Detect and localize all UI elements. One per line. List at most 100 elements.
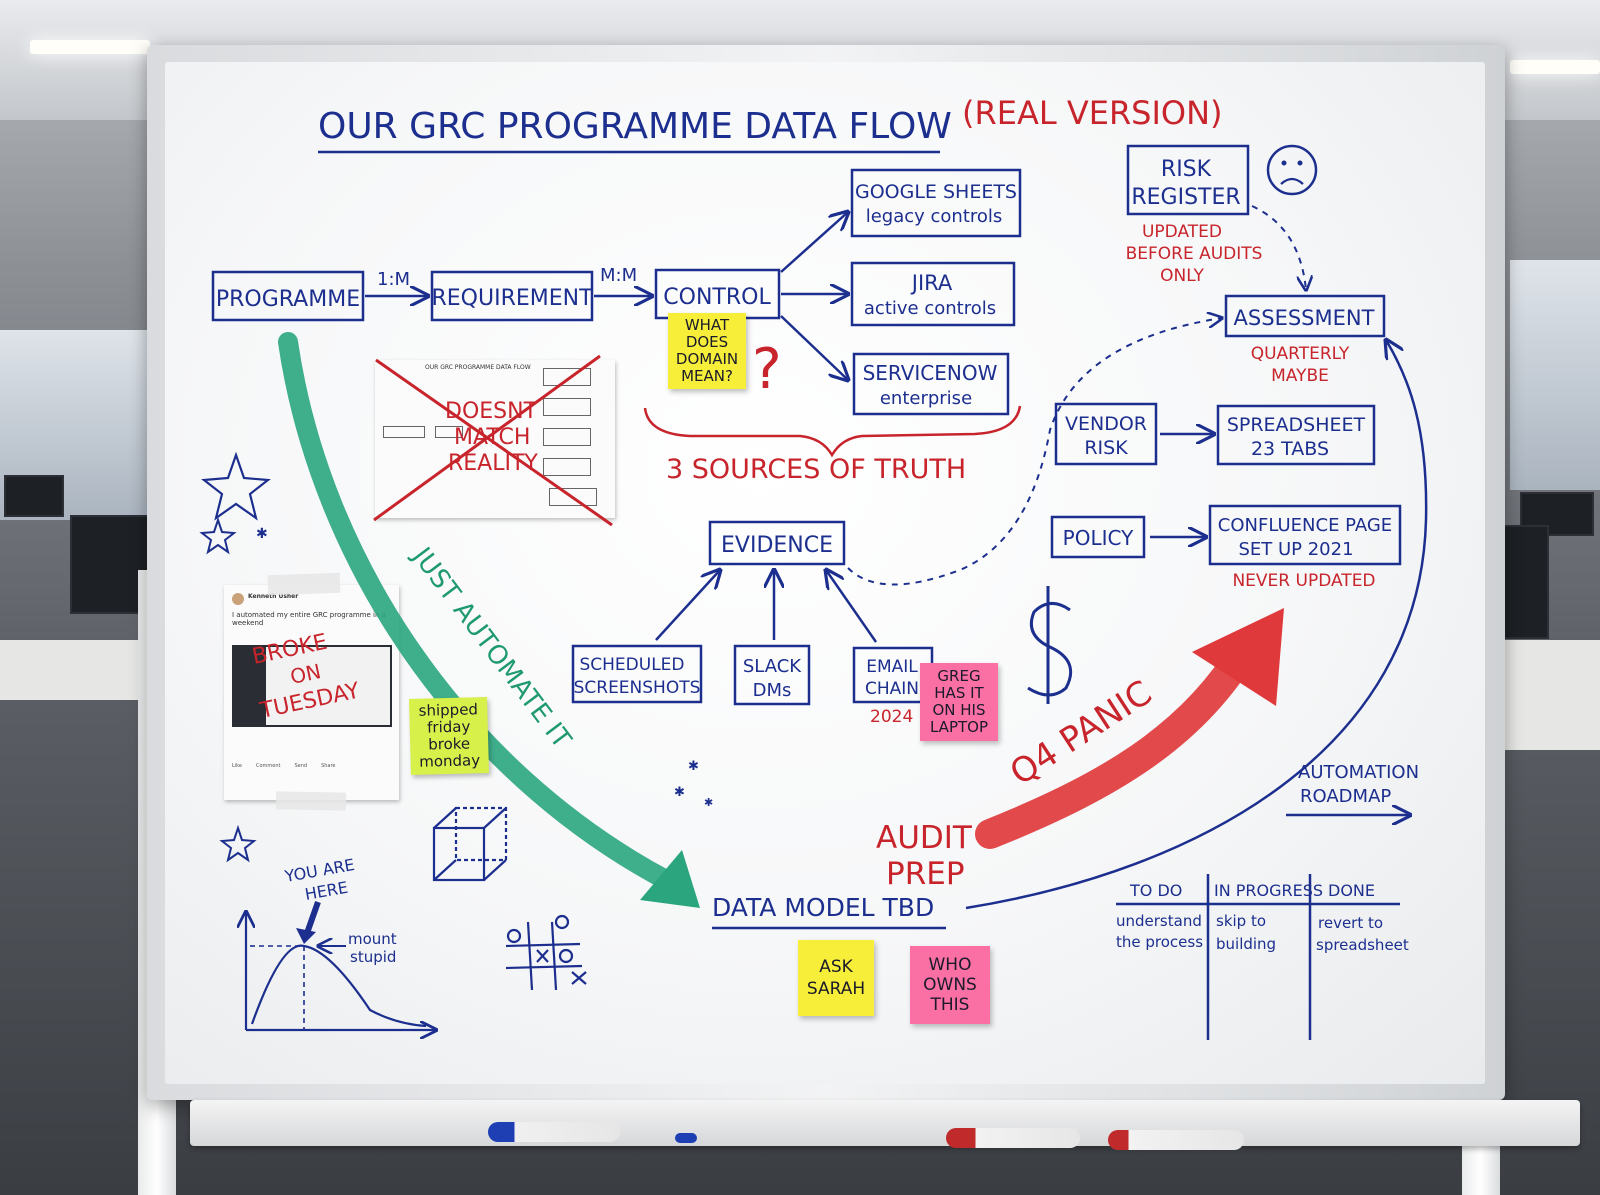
printout-box xyxy=(543,428,591,446)
dashed-arrow xyxy=(847,318,1222,586)
broke-overlay: ON xyxy=(288,659,323,689)
assessment-label: ASSESSMENT xyxy=(1234,306,1375,330)
sticky-note-greg: GREG HAS IT ON HIS LAPTOP xyxy=(920,663,998,741)
cross-out-line xyxy=(375,358,613,527)
risk-label: RISK xyxy=(1161,157,1212,182)
dunning-kruger-graph xyxy=(246,901,436,1030)
jira-sublabel: active controls xyxy=(864,298,996,319)
green-arrow xyxy=(278,332,676,890)
mount-stupid-label: stupid xyxy=(350,948,396,966)
kanban-card: revert to xyxy=(1318,914,1383,932)
assessment-box: ASSESSMENT xyxy=(1224,294,1386,338)
policy-label: POLICY xyxy=(1063,526,1134,550)
post-actions: Like Comment Send Share xyxy=(232,763,336,769)
google-sheets-sublabel: legacy controls xyxy=(866,206,1003,227)
requirement-box: REQUIREMENT xyxy=(430,270,594,322)
blue-marker[interactable] xyxy=(488,1122,620,1142)
sparkle-icon: ✱ xyxy=(674,785,685,800)
board-title: OUR GRC PROGRAMME DATA FLOW xyxy=(318,106,952,147)
arrow xyxy=(655,570,720,641)
confluence-date: SET UP 2021 xyxy=(1238,539,1353,560)
ceiling-light xyxy=(30,40,150,54)
sad-face-icon xyxy=(1266,144,1318,196)
office-desk xyxy=(1500,640,1600,750)
post-screenshot-panel xyxy=(266,647,390,725)
avatar xyxy=(232,593,244,605)
spreadsheet-box: SPREADSHEET 23 TABS xyxy=(1216,404,1376,466)
sparkle-icon: ✱ xyxy=(688,759,699,774)
programme-box: PROGRAMME xyxy=(211,270,365,322)
dashed-arrow xyxy=(1251,205,1306,290)
star-doodle-icon xyxy=(201,451,271,521)
email-year: 2024 xyxy=(870,707,913,727)
evidence-box: EVIDENCE xyxy=(708,520,846,566)
sparkle-icon: ✱ xyxy=(256,526,268,542)
question-mark: ? xyxy=(752,337,782,402)
sticky-note-domain: WHAT DOES DOMAIN MEAN? xyxy=(668,313,746,389)
register-label: REGISTER xyxy=(1131,185,1240,210)
comment-action: Comment xyxy=(255,763,281,769)
control-box: CONTROL xyxy=(654,268,781,320)
roadmap-label: AUTOMATION xyxy=(1298,762,1419,783)
kanban-column-header: TO DO xyxy=(1129,881,1182,900)
brace xyxy=(643,405,1022,458)
kanban-card: the process xyxy=(1116,933,1203,951)
servicenow-box: SERVICENOW enterprise xyxy=(852,352,1010,416)
cross-out-line xyxy=(373,354,601,522)
red-marker[interactable] xyxy=(946,1128,1080,1148)
star-doodle-icon xyxy=(219,824,257,863)
vendor-risk-label: RISK xyxy=(1084,437,1128,459)
marker-cap[interactable] xyxy=(675,1133,697,1143)
risk-note: BEFORE AUDITS xyxy=(1126,244,1263,264)
sticky-note-shipped: shipped friday broke monday xyxy=(409,696,489,776)
prep-label: PREP xyxy=(886,856,965,892)
spreadsheet-tabs-label: 23 TABS xyxy=(1251,438,1329,460)
dms-label: DMs xyxy=(753,680,792,701)
office-window xyxy=(1510,260,1600,490)
assessment-note: MAYBE xyxy=(1271,366,1329,386)
red-marker[interactable] xyxy=(1108,1130,1244,1150)
spreadsheet-label: SPREADSHEET xyxy=(1227,414,1366,436)
audit-label: AUDIT xyxy=(876,820,973,856)
kanban-column-header: IN PROGRESS xyxy=(1214,881,1323,900)
slack-dms-box: SLACK DMs xyxy=(733,644,811,706)
arrow xyxy=(780,315,848,380)
title-note: (REAL VERSION) xyxy=(962,94,1223,132)
google-sheets-label: GOOGLE SHEETS xyxy=(855,181,1017,203)
data-model-label: DATA MODEL TBD xyxy=(712,893,934,922)
risk-register-box: RISK REGISTER xyxy=(1126,144,1250,216)
requirement-label: REQUIREMENT xyxy=(431,286,593,311)
office-monitor xyxy=(4,475,64,517)
office-desk xyxy=(0,640,150,700)
printout-box xyxy=(549,488,597,506)
cube-doodle-icon xyxy=(432,806,508,882)
mount-stupid-label: mount xyxy=(348,930,397,948)
share-action: Share xyxy=(321,763,336,769)
kanban-board: TO DO IN PROGRESS DONE understand the pr… xyxy=(1116,874,1409,1040)
servicenow-label: SERVICENOW xyxy=(863,361,998,385)
screenshots-sublabel: SCREENSHOTS xyxy=(574,678,701,698)
kanban-card: spreadsheet xyxy=(1316,936,1409,954)
policy-box: POLICY xyxy=(1050,515,1146,559)
sticky-note-who-owns: WHO OWNS THIS xyxy=(910,946,990,1024)
kanban-card: understand xyxy=(1116,912,1202,930)
roadmap-sublabel: ROADMAP xyxy=(1300,786,1391,807)
printout-box xyxy=(543,458,591,476)
slack-label: SLACK xyxy=(743,656,802,677)
scheduled-screenshots-box: SCHEDULED SCREENSHOTS xyxy=(571,644,703,704)
green-arrowhead xyxy=(640,850,700,908)
jira-label: JIRA xyxy=(910,271,953,295)
ceiling-light xyxy=(1510,60,1600,74)
printout-box xyxy=(543,398,591,416)
red-arrowhead xyxy=(1192,608,1284,706)
send-action: Send xyxy=(294,763,308,769)
confluence-label: CONFLUENCE PAGE xyxy=(1218,515,1392,536)
jira-box: JIRA active controls xyxy=(850,261,1016,327)
long-arrow xyxy=(965,340,1428,910)
sticky-note-ask-sarah: ASK SARAH xyxy=(798,940,874,1016)
vendor-label: VENDOR xyxy=(1065,413,1147,435)
star-doodle-icon xyxy=(199,516,237,555)
crossed-text: MATCH xyxy=(454,425,530,450)
risk-note: UPDATED xyxy=(1142,222,1222,242)
